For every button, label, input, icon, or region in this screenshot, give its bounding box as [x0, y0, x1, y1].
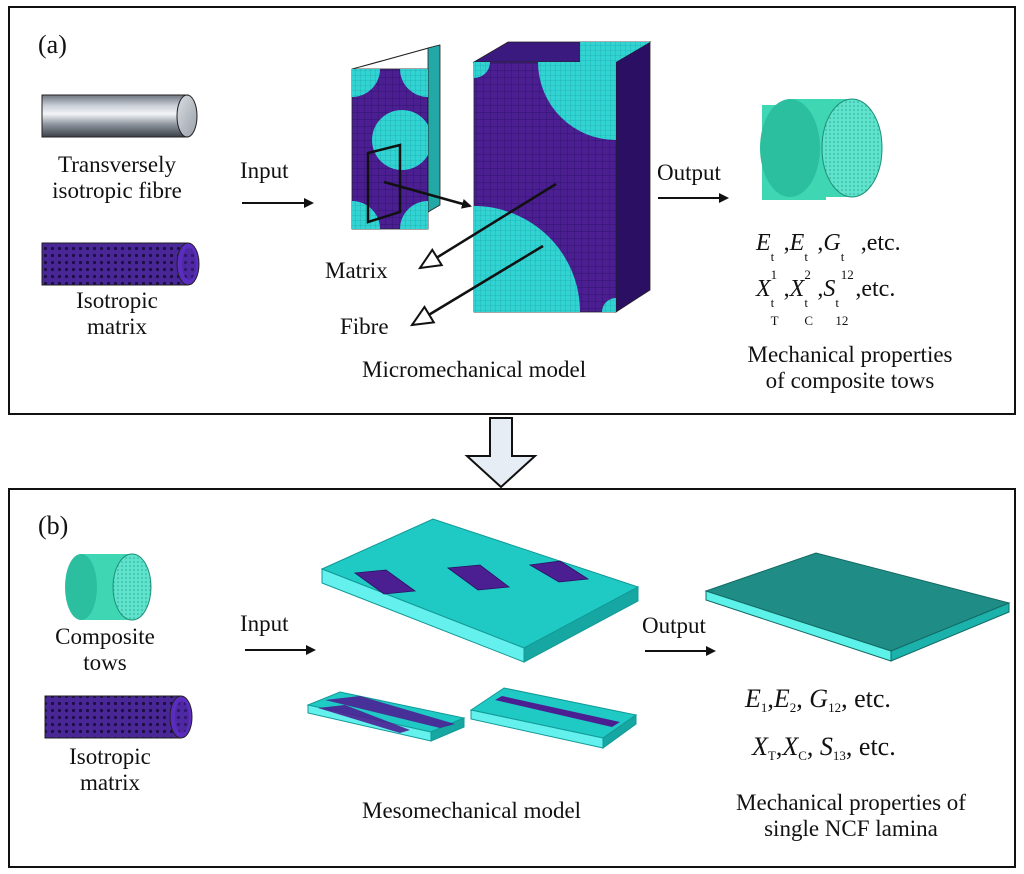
meso-plate-straight: [469, 687, 638, 749]
meso-plate-diagonal: [306, 691, 466, 742]
composite-tow-a: [760, 98, 883, 200]
matrix-b-label-line2: matrix: [79, 770, 141, 795]
fibre-label-line2: isotropic fibre: [52, 178, 182, 203]
tows-label-line2: tows: [83, 650, 127, 675]
input-label-b: Input: [240, 611, 289, 636]
matrix-b-label-line1: Isotropic: [69, 744, 151, 769]
tows-label-line1: Composite: [55, 624, 155, 649]
lamina-result-caption-line1: Mechanical properties of: [736, 790, 966, 815]
matrix-cylinder-b: [44, 695, 193, 739]
fibre-cylinder: [41, 94, 198, 138]
lamina-properties-strength: XT,XC, S13, etc.: [752, 732, 896, 764]
zoom-arrow: [383, 180, 472, 209]
lamina-properties-stiffness: E1,E2, G12, etc.: [745, 684, 891, 716]
micromechanical-caption: Micromechanical model: [362, 357, 587, 382]
transition-arrow: [464, 417, 538, 489]
panel-b-frame: [8, 488, 1016, 868]
rve-slab: [351, 44, 441, 230]
matrix-a-label-line1: Isotropic: [76, 288, 158, 313]
tow-result-caption-line2: of composite tows: [765, 368, 935, 393]
tow-result-caption-line1: Mechanical properties: [747, 342, 953, 367]
meso-plate-main: [320, 518, 640, 663]
lamina-result-caption-line2: single NCF lamina: [764, 816, 938, 841]
fibre-callout-arrow: [409, 244, 544, 327]
panel-a-label: (a): [38, 30, 67, 59]
mesomechanical-caption: Mesomechanical model: [362, 798, 582, 823]
lamina-plate: [704, 552, 1011, 662]
matrix-callout-label: Matrix: [325, 258, 388, 283]
output-label-b: Output: [642, 613, 706, 638]
matrix-callout-arrow: [417, 182, 557, 270]
panel-b-label: (b): [38, 511, 69, 540]
rve-block: [472, 41, 652, 313]
fibre-label-line1: Transversely: [58, 152, 176, 177]
output-label-a: Output: [657, 160, 721, 185]
composite-tow-b: [65, 553, 152, 621]
panel-a-frame: [8, 6, 1016, 415]
fibre-callout-label: Fibre: [340, 314, 389, 339]
matrix-cylinder-a: [41, 242, 200, 286]
matrix-a-label-line2: matrix: [86, 314, 148, 339]
input-label-a: Input: [240, 158, 289, 183]
